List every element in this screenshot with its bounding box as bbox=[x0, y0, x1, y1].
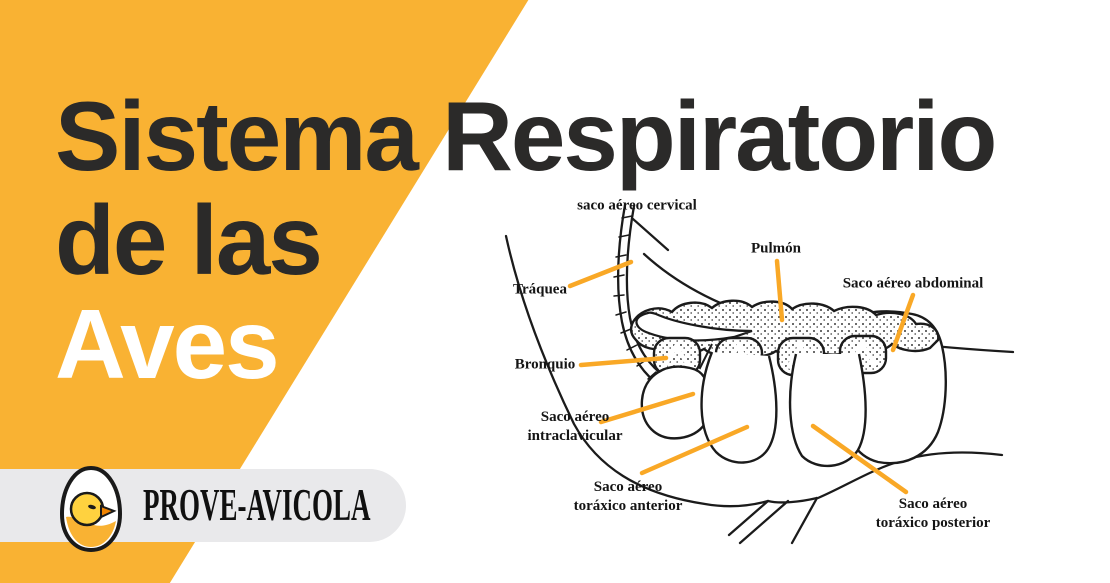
logo-text: PROVE-AVICOLA bbox=[143, 480, 371, 530]
label-saco-aereo-abdominal: Saco aéreo abdominal bbox=[842, 275, 984, 292]
label-pulmon: Pulmón bbox=[750, 240, 802, 257]
posterior-thoracic-sac-shape bbox=[788, 353, 867, 468]
label-saco-aereo-toraxico-anterior: Saco aéreo toráxico anterior bbox=[574, 478, 683, 516]
label-traquea: Tráquea bbox=[513, 281, 567, 298]
label-saco-aereo-intraclavicular: Saco aéreo intraclavicular bbox=[528, 408, 623, 446]
chick-in-egg-icon bbox=[59, 465, 123, 553]
label-saco-aereo-toraxico-posterior: Saco aéreo toráxico posterior bbox=[876, 495, 991, 533]
bronquio-leader-line bbox=[578, 355, 669, 368]
intraclavicular-leader-line bbox=[598, 391, 696, 425]
toraxico-posterior-leader-line bbox=[810, 423, 909, 495]
toraxico-anterior-leader-line bbox=[639, 424, 750, 476]
title-line-2: de las bbox=[55, 185, 323, 295]
leader-lines bbox=[567, 258, 916, 495]
label-toraxico-posterior-line2: toráxico posterior bbox=[875, 515, 991, 531]
abdominal-leader-line bbox=[890, 292, 916, 353]
title-line-3: Aves bbox=[55, 289, 280, 399]
label-toraxico-anterior-line1: Saco aéreo bbox=[593, 479, 663, 495]
label-saco-aereo-cervical: saco aéreo cervical bbox=[577, 197, 697, 214]
label-intraclavicular-line1: Saco aéreo bbox=[540, 409, 610, 425]
traquea-leader-line bbox=[567, 259, 634, 289]
anterior-thoracic-sac-shape bbox=[700, 351, 778, 464]
label-toraxico-posterior-line1: Saco aéreo bbox=[898, 496, 968, 512]
pulmon-leader-line bbox=[774, 258, 785, 323]
label-bronquio: Bronquio bbox=[514, 356, 576, 373]
title-line-1: Sistema Respiratorio bbox=[55, 81, 997, 191]
label-intraclavicular-line2: intraclavicular bbox=[527, 428, 623, 444]
label-toraxico-anterior-line2: toráxico anterior bbox=[573, 498, 683, 514]
page-title: Sistema Respiratorio de las Aves bbox=[55, 81, 997, 399]
cervical-leader-line bbox=[631, 217, 670, 252]
